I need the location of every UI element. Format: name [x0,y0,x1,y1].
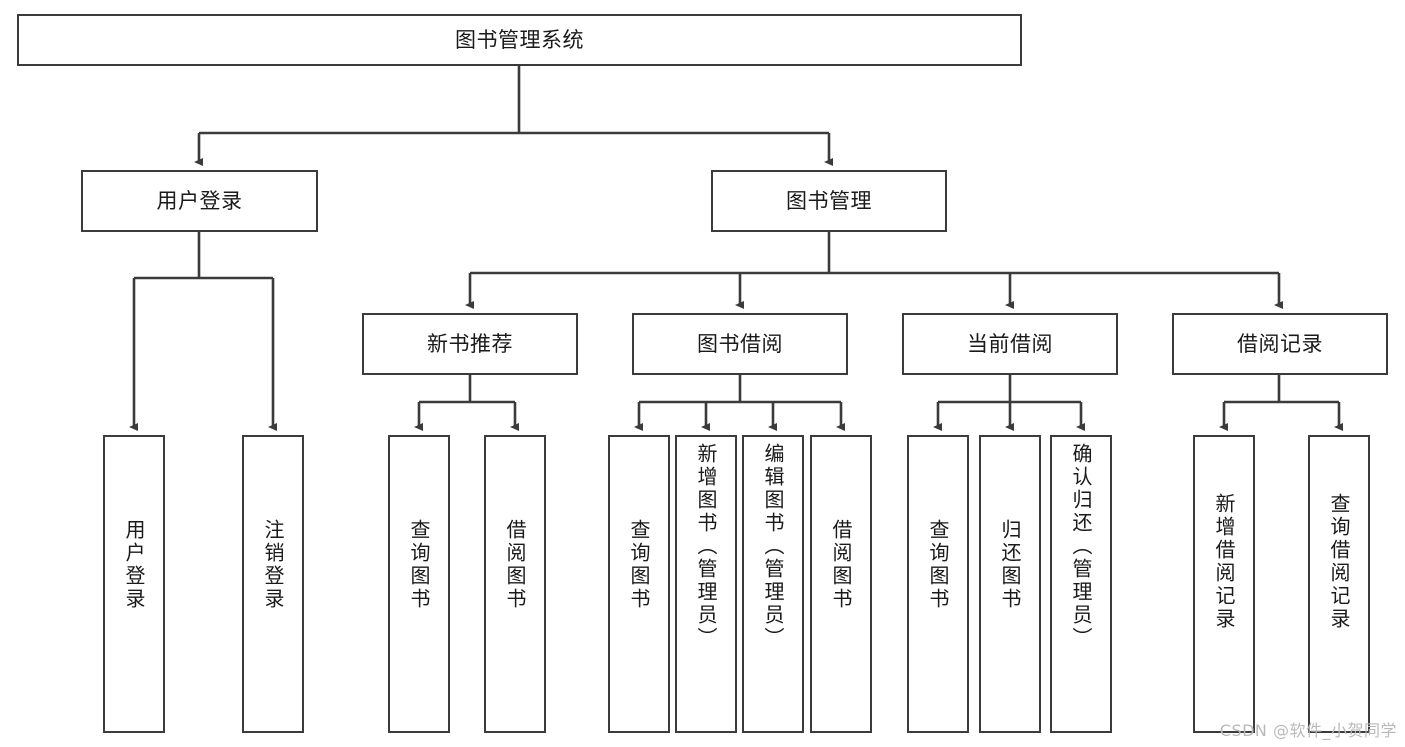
node-label: 新增图书（管理员） [694,443,718,650]
node-label: 查询图书 [926,519,950,611]
node-label: 编辑图书（管理员） [761,443,785,650]
leaf-borrow-record-add[interactable]: 新增借阅记录 [1193,435,1255,733]
leaf-book-borrow-query[interactable]: 查询图书 [608,435,670,733]
node-label: 用户登录 [156,188,243,213]
node-label: 归还图书 [998,519,1022,611]
watermark: CSDN @软件_小贺同学 [1219,721,1397,740]
node-label: 查询图书 [407,519,431,611]
node-label: 新增借阅记录 [1212,493,1236,631]
node-new-book-recommend[interactable]: 新书推荐 [362,313,578,375]
node-label: 查询图书 [627,519,651,611]
node-book-management[interactable]: 图书管理 [711,170,947,232]
node-label: 用户登录 [122,519,146,611]
leaf-book-borrow-add[interactable]: 新增图书（管理员） [675,435,737,733]
node-label: 图书管理 [786,188,872,213]
leaf-borrow-record-query[interactable]: 查询借阅记录 [1308,435,1370,733]
leaf-book-borrow-borrow[interactable]: 借阅图书 [810,435,872,733]
leaf-new-book-borrow[interactable]: 借阅图书 [484,435,546,733]
node-label: 借阅图书 [503,519,527,611]
node-label: 确认归还（管理员） [1069,443,1093,650]
node-label: 新书推荐 [427,331,513,356]
leaf-user-login-login[interactable]: 用户登录 [103,435,165,733]
leaf-new-book-query[interactable]: 查询图书 [388,435,450,733]
leaf-user-login-logout[interactable]: 注销登录 [242,435,304,733]
node-label: 注销登录 [261,519,285,611]
leaf-current-borrow-query[interactable]: 查询图书 [907,435,969,733]
node-user-login[interactable]: 用户登录 [81,170,318,232]
leaf-current-borrow-confirm-return[interactable]: 确认归还（管理员） [1050,435,1112,733]
node-label: 图书管理系统 [455,27,584,52]
leaf-current-borrow-return[interactable]: 归还图书 [979,435,1041,733]
node-label: 图书借阅 [697,331,783,356]
node-label: 借阅记录 [1237,331,1323,356]
leaf-book-borrow-edit[interactable]: 编辑图书（管理员） [742,435,804,733]
node-borrow-record[interactable]: 借阅记录 [1172,313,1388,375]
node-label: 借阅图书 [829,519,853,611]
node-root-book-management-system[interactable]: 图书管理系统 [17,14,1022,66]
node-label: 查询借阅记录 [1327,493,1351,631]
node-current-borrow[interactable]: 当前借阅 [902,313,1118,375]
node-book-borrow[interactable]: 图书借阅 [632,313,848,375]
node-label: 当前借阅 [967,331,1053,356]
